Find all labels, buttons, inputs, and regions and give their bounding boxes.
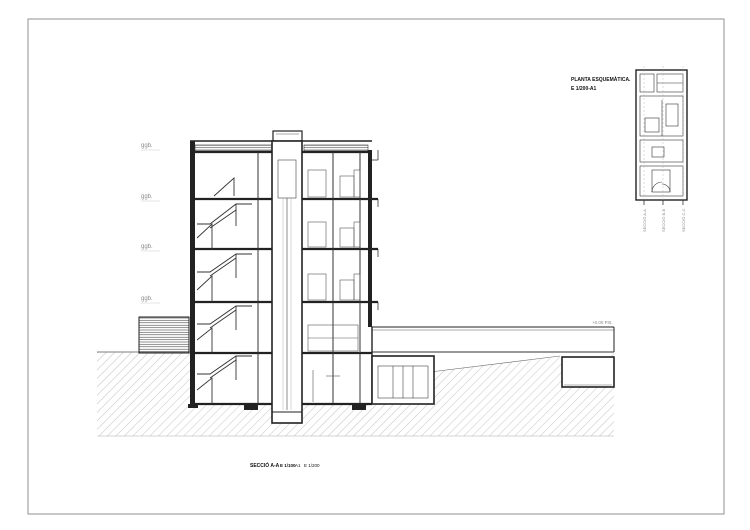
ground-section [97,351,614,437]
key-plan-section-mark: SECCIÓ B-B [661,209,666,232]
interior-details [307,169,361,402]
caption-sheet: A1 [295,463,301,468]
ground-level-label: +0.00 P.B. [592,320,613,325]
drawing-caption: SECCIÓ A-A E 1/100 A1 E 1/200 [250,461,320,469]
key-plan-section-mark: SECCIÓ A-A [642,209,647,232]
level-label: ggb. [141,194,153,200]
caption-scale: E 1/100 [280,463,296,468]
caption-alt-scale: E 1/200 [304,463,320,468]
basement-right [561,356,615,388]
elevator-core [271,130,303,424]
louver-block [138,316,190,354]
key-plan-section-mark: SECCIÓ C-C [681,208,686,232]
key-plan-scale: E 1/200-A1 [571,86,597,92]
level-label: ggb. [141,244,153,250]
key-plan: PLANTA ESQUEMÀTICA. E 1/200-A1 [571,66,688,232]
level-labels: ggb. ggb. ggb. ggb. [141,143,160,304]
building-section [188,140,379,410]
staircase [196,176,252,404]
key-plan-title: PLANTA ESQUEMÀTICA. [571,76,631,83]
level-label: ggb. [141,143,153,149]
sheet-border [27,18,725,515]
entrance-hall [371,355,435,405]
caption-title: SECCIÓ A-A [250,461,280,469]
level-label: ggb. [141,296,153,302]
